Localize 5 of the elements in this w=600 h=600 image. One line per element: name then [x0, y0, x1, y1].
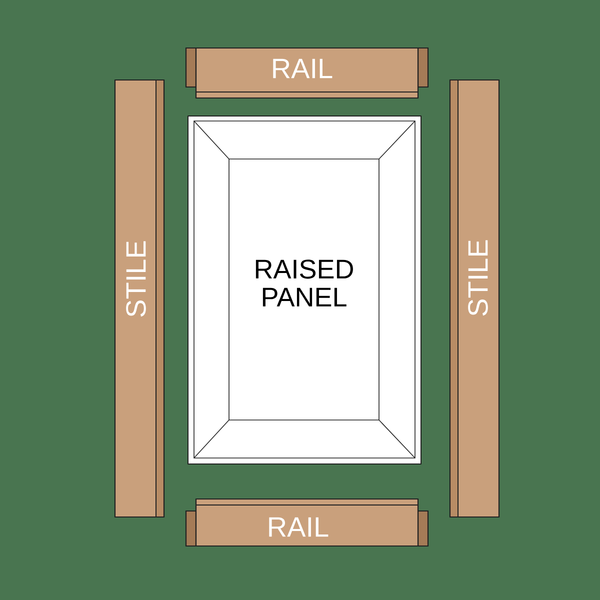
rail-board: RAIL [185, 47, 429, 99]
rail-board: RAIL [185, 498, 429, 547]
stile-board: STILE [449, 79, 500, 518]
raised-panel: RAISED PANEL [188, 116, 422, 464]
stile-board: STILE [114, 79, 165, 518]
